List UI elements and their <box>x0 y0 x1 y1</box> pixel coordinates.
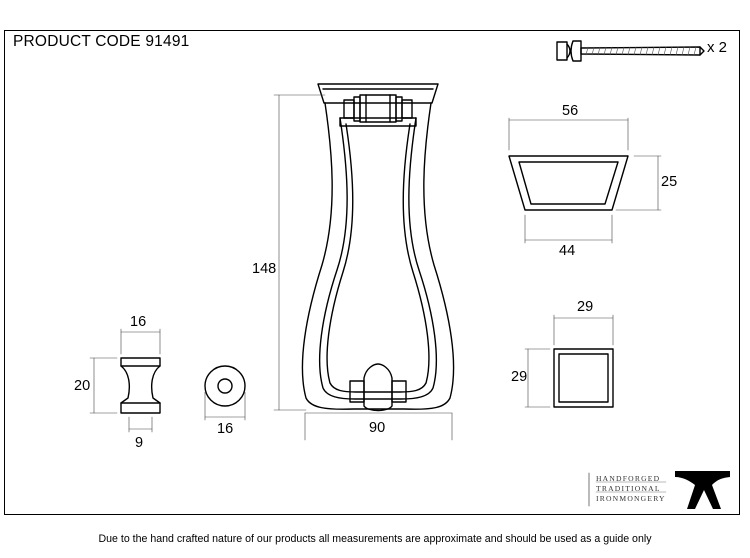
product-code-title: PRODUCT CODE 91491 <box>13 33 190 50</box>
square-drawing <box>553 348 614 408</box>
washer-diameter-label: 16 <box>217 421 234 437</box>
main-dimension-lines <box>273 94 453 441</box>
plate-dimension-lines <box>508 117 662 244</box>
anvil-logo-icon <box>675 471 730 509</box>
washer-drawing <box>204 365 246 407</box>
spacer-top-width-label: 16 <box>130 314 147 330</box>
screw-quantity-label: x 2 <box>707 39 728 56</box>
brand-line-3: IRONMONGERY <box>596 494 666 503</box>
overall-width-label: 90 <box>369 420 386 436</box>
spacer-bottom-width-label: 9 <box>135 435 144 451</box>
brand-line-2: TRADITIONAL <box>596 484 661 493</box>
brand-line-1: HANDFORGED <box>596 474 661 483</box>
spacer-dimension-lines <box>89 328 161 433</box>
square-dimension-lines <box>524 314 614 408</box>
screw-drawing <box>556 40 705 62</box>
plate-height-label: 25 <box>661 174 678 190</box>
overall-height-label: 148 <box>252 261 277 277</box>
spacer-height-label: 20 <box>74 378 91 394</box>
drawing-frame <box>4 30 740 515</box>
plate-top-width-label: 56 <box>562 103 579 119</box>
washer-dimension-lines <box>204 391 246 421</box>
plate-bottom-width-label: 44 <box>559 243 576 259</box>
plate-drawing <box>508 155 629 211</box>
knocker-drawing <box>301 83 455 412</box>
footer-disclaimer: Due to the hand crafted nature of our pr… <box>98 533 652 545</box>
spacer-drawing <box>120 357 161 414</box>
square-width-label: 29 <box>577 299 594 315</box>
square-height-label: 29 <box>511 369 528 385</box>
